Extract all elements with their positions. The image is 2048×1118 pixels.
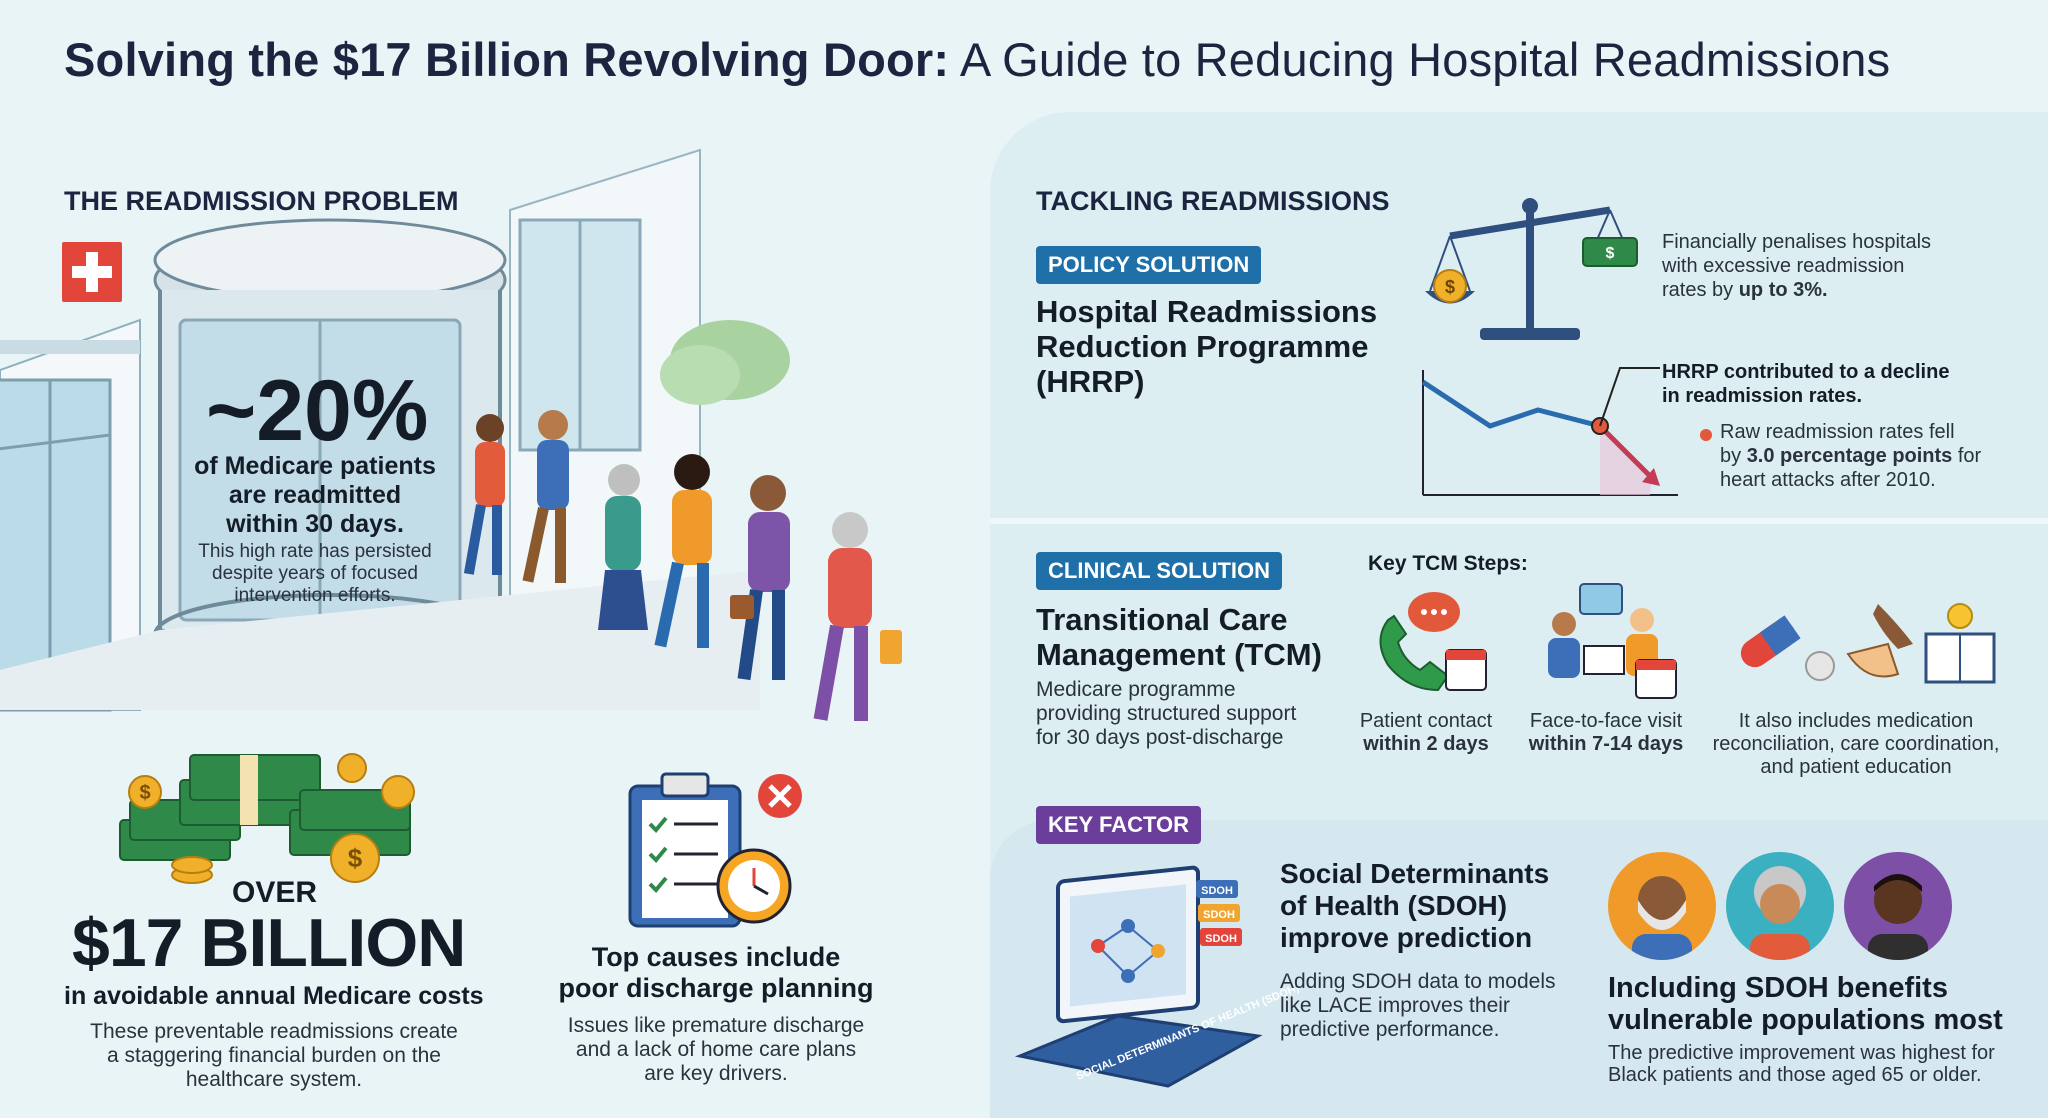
scales-of-justice-icon: $ $ — [1425, 198, 1638, 340]
dollar-coin-icon — [128, 775, 162, 809]
svg-text:SDOH: SDOH — [1205, 933, 1237, 945]
clinical-solution-tag: CLINICAL SOLUTION — [1036, 552, 1283, 590]
hrrp-raw-rates-text: Raw readmission rates fell by 3.0 percen… — [1720, 421, 1982, 491]
patient-figure-icon — [813, 512, 902, 721]
over-label: OVER — [232, 876, 318, 909]
svg-text:$: $ — [1606, 245, 1615, 262]
readmission-rate-label: of Medicare patients are readmitted with… — [194, 452, 436, 538]
decline-trend-icon — [1421, 367, 1678, 496]
tackling-readmissions-heading: TACKLING READMISSIONS — [1036, 186, 1390, 216]
svg-text:$: $ — [139, 782, 150, 804]
key-factor-tag: KEY FACTOR — [1036, 806, 1201, 844]
hrrp-title: Hospital Readmissions Reduction Programm… — [1036, 294, 1378, 399]
hrrp-decline-heading: HRRP contributed to a decline in readmis… — [1662, 361, 1950, 407]
cost-label: in avoidable annual Medicare costs — [64, 982, 484, 1010]
readmission-rate-stat: ~20% — [206, 363, 429, 459]
readmission-problem-heading: THE READMISSION PROBLEM — [64, 186, 459, 216]
tcm-steps-heading: Key TCM Steps: — [1368, 552, 1528, 575]
avatar — [1608, 852, 1716, 960]
tcm-step-visit: Face-to-face visit within 7-14 days — [1528, 710, 1684, 755]
top-causes-note: Issues like premature discharge and a la… — [567, 1014, 865, 1085]
page-title: Solving the $17 Billion Revolving Door: … — [64, 33, 1891, 86]
cost-note: These preventable readmissions create a … — [90, 1020, 458, 1091]
clipboard-checklist-icon — [628, 772, 802, 928]
svg-text:SDOH: SDOH — [1203, 909, 1235, 921]
sdoh-benefit-note: The predictive improvement was highest f… — [1608, 1042, 1995, 1086]
sdoh-title: Social Determinants of Health (SDOH) imp… — [1280, 858, 1550, 953]
avatar — [1844, 852, 1952, 960]
sdoh-description: Adding SDOH data to models like LACE imp… — [1280, 970, 1556, 1041]
policy-solution-tag: POLICY SOLUTION — [1036, 246, 1262, 284]
svg-text:$: $ — [1445, 277, 1455, 297]
svg-text:SDOH: SDOH — [1201, 885, 1233, 897]
tcm-step-contact: Patient contact within 2 days — [1359, 710, 1493, 755]
phone-call-icon — [1379, 592, 1487, 692]
sdoh-computer-icon: SDOH SDOH SDOH SOCIAL DETERMINANTS OF HE… — [1014, 865, 1301, 1088]
medication-care-education-icon — [1740, 603, 1996, 684]
hrrp-penalty-text: Financially penalises hospitals with exc… — [1662, 231, 1932, 301]
svg-text:$: $ — [348, 843, 363, 873]
bullet-dot-icon — [1700, 429, 1712, 441]
tcm-title: Transitional Care Management (TCM) — [1036, 602, 1322, 672]
patients-walking-icon — [463, 410, 790, 681]
tcm-description: Medicare programme providing structured … — [1036, 678, 1297, 749]
cost-stat: $17 BILLION — [72, 905, 466, 981]
tcm-also-includes: It also includes medication reconciliati… — [1712, 710, 2000, 778]
top-causes-heading: Top causes include poor discharge planni… — [558, 942, 874, 1003]
money-stack-icon: $ $ — [119, 753, 415, 884]
face-to-face-visit-icon — [1548, 583, 1677, 699]
hospital-revolving-door-illustration — [0, 148, 790, 712]
readmission-rate-note: This high rate has persisted despite yea… — [198, 541, 432, 606]
divider — [990, 518, 2048, 524]
sdoh-benefit-heading: Including SDOH benefits vulnerable popul… — [1608, 972, 2003, 1036]
avatar — [1726, 852, 1834, 960]
